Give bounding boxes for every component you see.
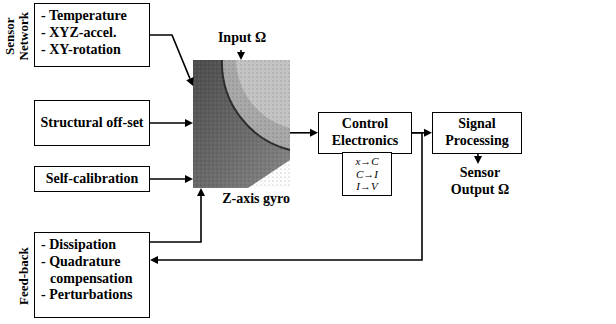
conversion-text: C→I	[356, 168, 378, 181]
connector-arrow	[290, 129, 318, 137]
list-item: - Dissipation	[41, 237, 144, 254]
conversion-text: x→C	[355, 155, 378, 168]
connector-line	[158, 133, 422, 260]
sensor-network-box: Sensor Network- Temperature- XYZ-accel.-…	[34, 3, 150, 67]
connector-arrow	[150, 119, 193, 127]
processing-box: Signal Processing	[432, 112, 522, 154]
list-item: - Quadrature compensation	[41, 254, 144, 288]
arrow-head	[310, 129, 318, 137]
list-item: - XY-rotation	[41, 42, 144, 59]
list-item: - Perturbations	[41, 287, 144, 304]
group-heading: Feed-back	[17, 247, 31, 305]
list-item: - XYZ-accel.	[41, 25, 144, 42]
conversion-box: x→CC→II→V	[342, 152, 392, 196]
gyro-node: Z-axis gyro	[193, 60, 290, 188]
connector-line	[150, 35, 190, 79]
box-text: Signal Processing	[437, 116, 517, 150]
output-arrow	[474, 153, 482, 164]
group-heading: Sensor Network	[2, 3, 31, 69]
component-label: Z-axis gyro	[222, 191, 290, 207]
conversion-text: I→V	[356, 180, 377, 193]
connector-line	[150, 196, 201, 242]
connector-arrow	[150, 188, 205, 242]
arrow-head	[150, 256, 158, 264]
list-item: - Temperature	[41, 8, 144, 25]
connector-arrow	[150, 133, 422, 264]
arrow-head	[424, 129, 432, 137]
control-box: Control Electronics	[318, 112, 412, 154]
connector-line	[150, 122, 185, 124]
arrow-head	[197, 188, 205, 196]
calibration-box: Self-calibration	[34, 166, 150, 192]
box-text: Structural off-set	[40, 115, 143, 132]
connector-line	[150, 178, 185, 180]
offset-box: Structural off-set	[34, 100, 150, 146]
arrow-head	[185, 119, 193, 127]
input-arrow	[237, 50, 245, 60]
box-text: Self-calibration	[46, 171, 139, 188]
gyro-image	[193, 60, 290, 188]
connector-arrow	[150, 175, 193, 183]
connector-line	[290, 132, 310, 134]
box-text: Control Electronics	[323, 116, 407, 150]
feedback-box: Feed-back- Dissipation- Quadrature compe…	[34, 232, 150, 318]
connector-arrow	[150, 35, 194, 86]
input-label: Input Ω	[214, 30, 270, 47]
arrow-head	[185, 175, 193, 183]
output-label: Sensor Output Ω	[439, 165, 521, 199]
